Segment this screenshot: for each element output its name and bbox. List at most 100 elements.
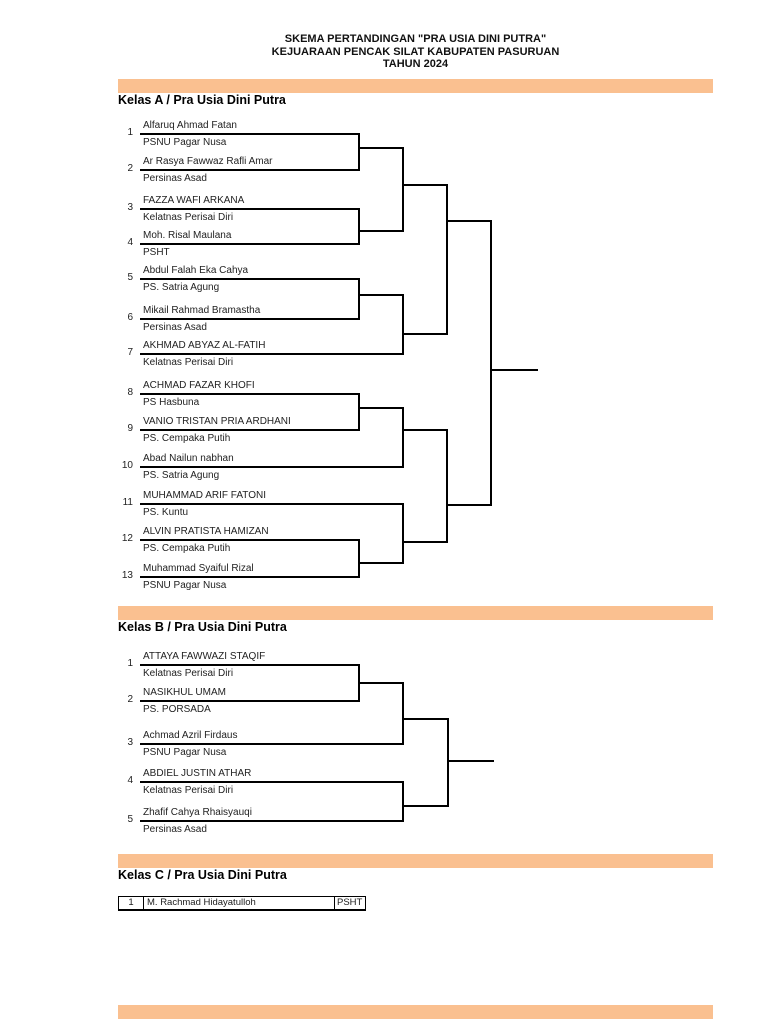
document-title-line-3: TAHUN 2024 (382, 58, 449, 70)
entry-name: NASIKHUL UMAM (143, 687, 226, 698)
bracket-connector (402, 805, 449, 807)
bracket-connector (358, 278, 360, 320)
bracket-connector (402, 184, 448, 186)
entry-seed-number: 8 (127, 387, 133, 398)
entry-club: Persinas Asad (143, 824, 207, 835)
entry-seed-number: 11 (122, 497, 133, 508)
entry-club: PSNU Pagar Nusa (143, 747, 227, 758)
bracket-connector (358, 294, 404, 296)
entry-club: PS. Satria Agung (143, 282, 220, 293)
entry-seed-number: 2 (127, 694, 133, 705)
bracket-connector (358, 393, 360, 431)
entry-name: Abdul Falah Eka Cahya (143, 265, 249, 276)
bracket-connector (358, 208, 360, 245)
bracket-connector (402, 503, 404, 564)
entry-name: Muhammad Syaiful Rizal (143, 563, 254, 574)
bracket-connector (358, 562, 404, 564)
bracket-connector (490, 220, 492, 506)
entry-seed-number: 6 (127, 312, 133, 323)
bracket-connector (446, 220, 492, 222)
entry-club: PS. Kuntu (143, 507, 189, 518)
entry-club: PSNU Pagar Nusa (143, 137, 227, 148)
entry-underline (140, 169, 360, 171)
entry-underline (140, 781, 404, 783)
section-divider-bar-c (118, 854, 713, 868)
entry-underline (140, 393, 360, 395)
entry-seed-number: 1 (127, 127, 133, 138)
entry-club: Kelatnas Perisai Diri (143, 212, 234, 223)
bracket-connector (402, 682, 404, 745)
entry-club: PS. Cempaka Putih (143, 433, 231, 444)
entry-seed-number: 5 (127, 272, 133, 283)
entry-underline (140, 243, 360, 245)
bracket-connector (446, 429, 448, 543)
entry-underline (140, 429, 360, 431)
entry-name: Moh. Risal Maulana (143, 230, 232, 241)
entry-seed-number: 5 (127, 814, 133, 825)
entry-name: FAZZA WAFI ARKANA (143, 195, 245, 206)
bracket-connector (447, 718, 449, 807)
table-cell-name: M. Rachmad Hidayatulloh (147, 897, 256, 908)
entry-club: Kelatnas Perisai Diri (143, 785, 234, 796)
entry-underline (140, 208, 360, 210)
entry-underline (140, 133, 360, 135)
entry-club: PS. PORSADA (143, 704, 211, 715)
entry-seed-number: 7 (127, 347, 133, 358)
entry-club: PSNU Pagar Nusa (143, 580, 227, 591)
entry-seed-number: 10 (121, 460, 133, 471)
entry-club: PS. Cempaka Putih (143, 543, 231, 554)
entry-underline (140, 318, 360, 320)
bracket-connector (402, 147, 404, 232)
entry-name: Mikail Rahmad Bramastha (143, 305, 261, 316)
entry-seed-number: 1 (127, 658, 133, 669)
entry-seed-number: 9 (127, 423, 133, 434)
bracket-connector (446, 504, 492, 506)
entry-seed-number: 3 (127, 202, 133, 213)
entry-seed-number: 4 (127, 775, 133, 786)
bracket-connector (358, 230, 404, 232)
entry-underline (140, 466, 404, 468)
entry-name: VANIO TRISTAN PRIA ARDHANI (143, 416, 291, 427)
bracket-connector (402, 429, 448, 431)
table-cell-number: 1 (119, 897, 144, 909)
entry-seed-number: 3 (127, 737, 133, 748)
section-divider-bar-a (118, 79, 713, 93)
entry-seed-number: 4 (127, 237, 133, 248)
entry-underline (140, 820, 404, 822)
entry-club: Persinas Asad (143, 322, 207, 333)
bracket-connector (358, 539, 360, 578)
entry-name: Zhafif Cahya Rhaisyauqi (143, 807, 252, 818)
document-title-line-1: SKEMA PERTANDINGAN "PRA USIA DINI PUTRA" (284, 33, 547, 45)
entry-underline (140, 353, 404, 355)
entry-name: AKHMAD ABYAZ AL-FATIH (143, 340, 266, 351)
bracket-connector (358, 147, 404, 149)
bottom-divider-bar (118, 1005, 713, 1019)
entry-seed-number: 2 (127, 163, 133, 174)
entry-underline (140, 700, 360, 702)
entry-seed-number: 12 (121, 533, 133, 544)
entry-underline (140, 539, 360, 541)
kelas-c-table: 1 M. Rachmad Hidayatulloh PSHT (118, 896, 366, 911)
entry-name: ABDIEL JUSTIN ATHAR (143, 768, 252, 779)
bracket-connector (402, 718, 449, 720)
bracket-connector (402, 781, 404, 822)
section-heading-b: Kelas B / Pra Usia Dini Putra (118, 620, 287, 634)
bracket-connector (402, 541, 448, 543)
entry-club: Kelatnas Perisai Diri (143, 357, 234, 368)
entry-name: ALVIN PRATISTA HAMIZAN (143, 526, 269, 537)
entry-club: Persinas Asad (143, 173, 207, 184)
entry-seed-number: 13 (121, 570, 133, 581)
entry-name: ATTAYA FAWWAZI STAQIF (143, 651, 266, 662)
bracket-connector (402, 407, 404, 468)
bracket-connector (358, 407, 404, 409)
entry-underline (140, 743, 404, 745)
document-title: SKEMA PERTANDINGAN "PRA USIA DINI PUTRA"… (118, 33, 713, 71)
entry-name: ACHMAD FAZAR KHOFI (143, 380, 255, 391)
section-divider-bar-b (118, 606, 713, 620)
bracket-connector (490, 369, 538, 371)
entry-club: PS. Satria Agung (143, 470, 220, 481)
entry-name: Abad Nailun nabhan (143, 453, 234, 464)
entry-club: Kelatnas Perisai Diri (143, 668, 234, 679)
document-title-line-2: KEJUARAAN PENCAK SILAT KABUPATEN PASURUA… (271, 45, 560, 58)
entry-name: MUHAMMAD ARIF FATONI (143, 490, 266, 501)
